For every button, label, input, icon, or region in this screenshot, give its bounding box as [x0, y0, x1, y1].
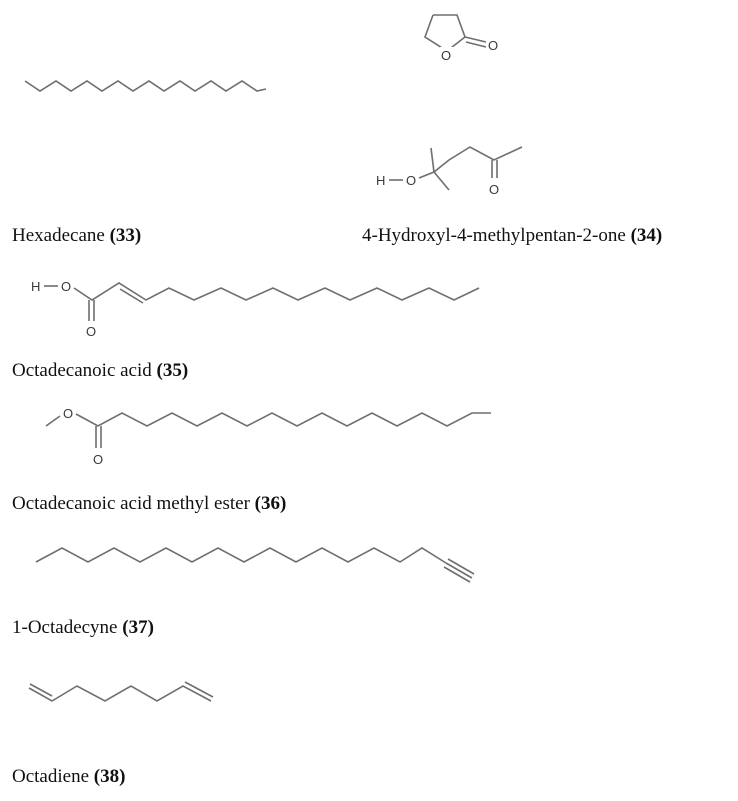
compound-name: Octadiene [12, 766, 90, 787]
compound-number: (38) [93, 766, 126, 787]
alkyne-bond-1 [445, 562, 473, 579]
lactone-ring-oxygen: O [441, 48, 451, 63]
caption-octadecanoic-acid: Octadecanoic acid (35) [12, 360, 188, 382]
structure-octadecyne [35, 547, 475, 583]
lactone-carbonyl-bond [464, 36, 487, 43]
octadiene-alkene-2 [184, 681, 214, 698]
structure-hydroxy-methylpentanone: H O O [376, 146, 523, 197]
hexadecane-chain [24, 80, 267, 92]
compound-number: (34) [630, 225, 663, 246]
compound-number: (35) [156, 360, 189, 381]
compound-number: (37) [122, 617, 154, 638]
octadiene-chain [28, 685, 212, 702]
compound-name: 1-Octadecyne [12, 617, 118, 638]
ester-methyl-bond [45, 415, 61, 427]
caption-octadecyne: 1-Octadecyne (37) [12, 617, 154, 639]
octadiene-alkene-1 [29, 683, 53, 697]
acid-chain [73, 282, 480, 301]
caption-methyl-ester: Octadecanoic acid methyl ester (36) [12, 493, 286, 515]
structure-lactone: O O [424, 14, 498, 63]
octadecyne-chain [35, 547, 447, 564]
lactone-carbonyl-bond-2 [465, 41, 487, 48]
compound-number: (36) [254, 493, 287, 514]
acid-hydroxyl-oxygen: O [61, 279, 71, 294]
caption-hexadecane: Hexadecane (33) [12, 225, 141, 247]
structure-hexadecane [24, 80, 267, 92]
compound-name: Hexadecane [12, 225, 105, 246]
ester-carbonyl-oxygen: O [93, 452, 103, 467]
acid-alkene-bond-2 [119, 288, 144, 304]
caption-octadiene: Octadiene (38) [12, 766, 125, 788]
acid-carbonyl-oxygen: O [86, 324, 96, 339]
caption-hydroxy-methylpentanone: 4-Hydroxyl-4-methylpentan-2-one (34) [362, 225, 662, 247]
ester-chain [75, 412, 491, 427]
lactone-ring [424, 14, 466, 52]
alkyne-bond-2 [447, 558, 475, 575]
structure-methyl-ester: O O [45, 406, 491, 467]
ketone-oxygen: O [489, 182, 499, 197]
compound-number: (33) [109, 225, 142, 246]
hydroxyl-hydrogen: H [376, 173, 385, 188]
methyl-down [433, 171, 450, 191]
lactone-carbonyl-oxygen: O [488, 38, 498, 53]
compound-name: Octadecanoic acid methyl ester [12, 493, 250, 514]
alkyne-bond-3 [443, 566, 471, 583]
structure-octadiene [28, 681, 214, 702]
ester-oxygen: O [63, 406, 73, 421]
pentanone-backbone [418, 146, 523, 179]
compound-name: Octadecanoic acid [12, 360, 152, 381]
structure-octadecanoic-acid: H O O [31, 279, 480, 339]
compound-name: 4-Hydroxyl-4-methylpentan-2-one [362, 225, 626, 246]
hydroxyl-oxygen: O [406, 173, 416, 188]
acid-hydrogen: H [31, 279, 40, 294]
methyl-up [430, 147, 435, 173]
